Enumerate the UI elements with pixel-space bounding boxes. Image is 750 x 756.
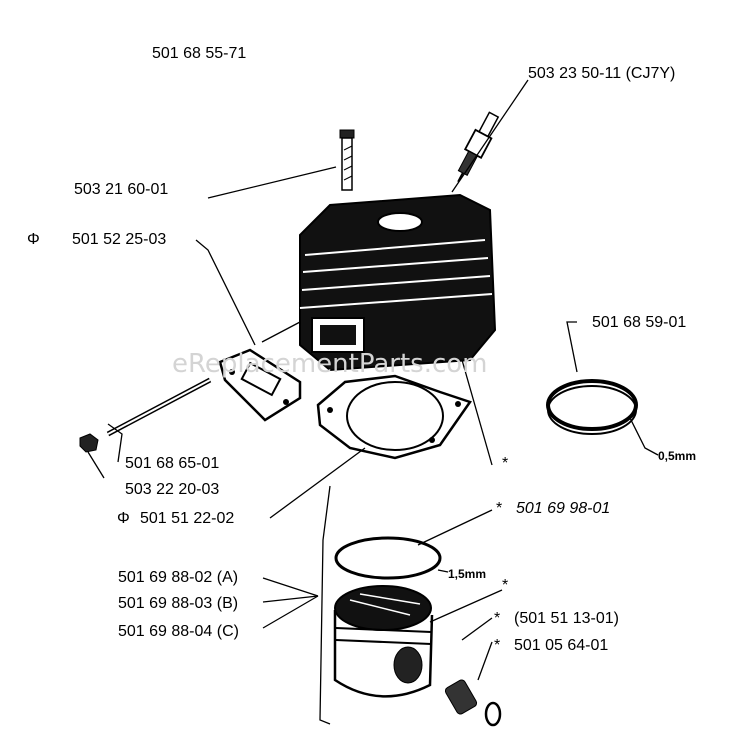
label-star-cylinder: *: [502, 455, 508, 472]
label-bolt: 503 21 60-01: [74, 181, 168, 198]
stud-part: [106, 377, 212, 437]
label-piston-a: 501 69 88-02 (A): [118, 569, 238, 586]
ring-right-part: [546, 379, 638, 435]
label-piston-ring: 501 69 98-01: [516, 500, 610, 517]
label-circlip: 501 05 64-01: [514, 637, 608, 654]
pin-bearing-part: [444, 679, 478, 715]
base-gasket-part: [316, 374, 472, 460]
label-pin-bearing: (501 51 13-01): [514, 610, 619, 627]
label-nut: 503 22 20-03: [125, 481, 219, 498]
label-assembly: 501 68 55-71: [152, 45, 246, 62]
cylinder-part: [299, 193, 497, 372]
bolt-part: [339, 129, 355, 191]
label-ring-right-thickness: 0,5mm: [658, 449, 696, 463]
watermark-text: eReplacementParts.com: [172, 349, 488, 379]
label-exhaust-gasket-mark: Φ: [27, 231, 40, 248]
nut-part: [79, 433, 99, 453]
label-star-piston-ring: *: [496, 500, 502, 517]
leader-lines: [87, 79, 659, 725]
spark-plug-part: [457, 111, 500, 183]
label-base-gasket: 501 51 22-02: [140, 510, 234, 527]
label-star-piston: *: [502, 577, 508, 594]
label-piston-b: 501 69 88-03 (B): [118, 595, 238, 612]
label-star-circlip: *: [494, 637, 500, 654]
label-base-gasket-mark: Φ: [117, 510, 130, 527]
label-exhaust-gasket: 501 52 25-03: [72, 231, 166, 248]
label-star-pin-bearing: *: [494, 610, 500, 627]
piston-ring-part: [334, 536, 442, 580]
label-spark-plug: 503 23 50-11 (CJ7Y): [528, 65, 675, 82]
circlip-part: [484, 701, 502, 727]
label-piston-c: 501 69 88-04 (C): [118, 623, 239, 640]
label-stud: 501 68 65-01: [125, 455, 219, 472]
label-piston-ring-thickness: 1,5mm: [448, 567, 486, 581]
label-ring-right: 501 68 59-01: [592, 314, 686, 331]
exhaust-gasket-part: [218, 348, 302, 422]
piston-part: [333, 585, 434, 698]
